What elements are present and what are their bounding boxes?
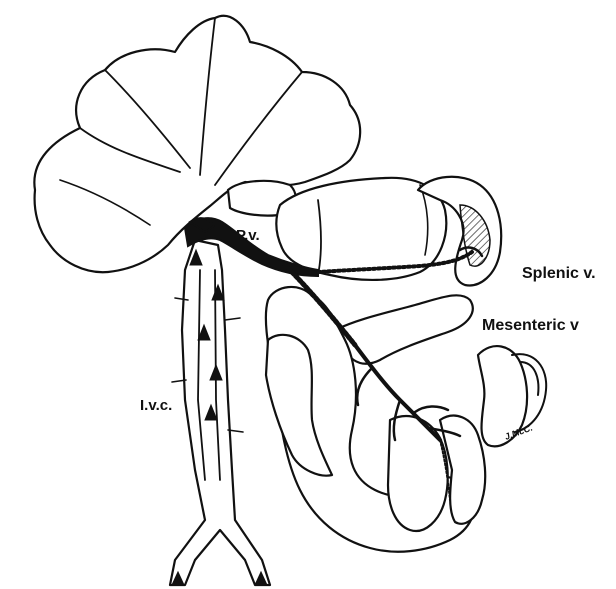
label-portal-vein: P.v.	[236, 227, 260, 244]
label-mesenteric-vein: Mesenteric v	[482, 317, 579, 334]
inferior-vena-cava	[170, 240, 270, 585]
label-splenic-vein: Splenic v.	[522, 265, 596, 282]
pancreas	[335, 295, 473, 363]
label-ivc: I.v.c.	[140, 397, 172, 414]
